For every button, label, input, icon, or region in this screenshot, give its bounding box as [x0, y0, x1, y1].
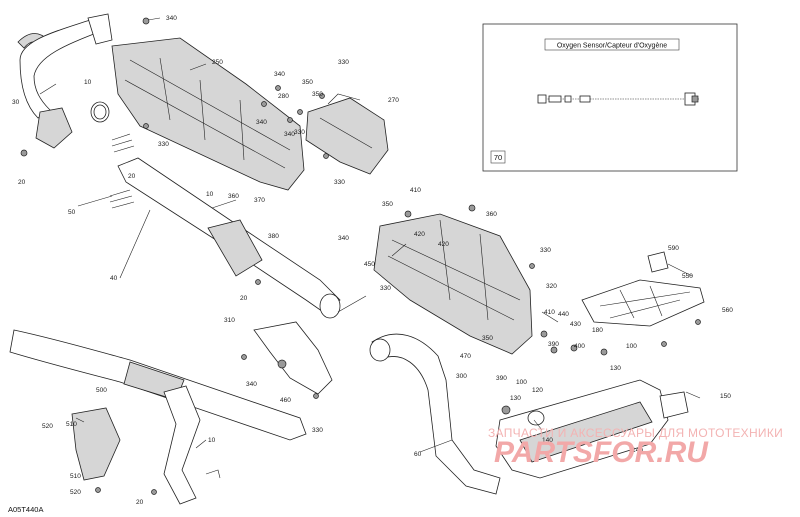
callout-label: 520 [42, 423, 53, 430]
callout-label: 330 [158, 141, 169, 148]
callout-label: 590 [668, 245, 679, 252]
callout-label: 390 [496, 375, 507, 382]
callout-label: 10 [206, 191, 214, 198]
callout-label: 340 [338, 235, 349, 242]
callout-labels: 340 250 330 340 350 270 30 10 280 330 33… [12, 15, 733, 506]
callout-label: 420 [414, 231, 425, 238]
center-muffler-pipe [109, 133, 341, 319]
oxygen-sensor-inset: Oxygen Sensor/Capteur d'Oxygène 70 [482, 23, 738, 172]
callout-label: 440 [558, 311, 569, 318]
callout-label: 520 [70, 489, 81, 496]
callout-label: 370 [254, 197, 265, 204]
callout-label: 350 [382, 201, 393, 208]
callout-label: 10 [84, 79, 92, 86]
oxygen-sensor-drawing [537, 92, 700, 106]
callout-label: 410 [410, 187, 421, 194]
heat-shield-main [373, 213, 533, 355]
callout-label: 350 [312, 91, 323, 98]
callout-label: 430 [570, 321, 581, 328]
callout-label: 60 [414, 451, 422, 458]
header-pipe-assembly [17, 13, 113, 157]
callout-label: 130 [610, 365, 621, 372]
lower-exhaust-pipe [9, 321, 333, 505]
callout-label: 340 [284, 131, 295, 138]
callout-label: 390 [548, 341, 559, 348]
callout-label: 330 [380, 285, 391, 292]
rear-pipe [369, 333, 501, 495]
callout-label: 500 [96, 387, 107, 394]
callout-label: 320 [546, 283, 557, 290]
callout-label: 400 [574, 343, 585, 350]
callout-label: 180 [592, 327, 603, 334]
callout-label: 330 [294, 129, 305, 136]
callout-label: 280 [278, 93, 289, 100]
callout-label: 550 [682, 273, 693, 280]
callout-label: 140 [542, 437, 553, 444]
inset-part-number: 70 [494, 153, 502, 162]
callout-label: 510 [70, 473, 81, 480]
callout-label: 460 [280, 397, 291, 404]
muffler [495, 379, 689, 479]
callout-label: 140 [632, 447, 643, 454]
bracket-270 [305, 93, 389, 175]
callout-label: 330 [334, 179, 345, 186]
callout-label: 20 [128, 173, 136, 180]
bracket-590 [647, 251, 669, 273]
callout-label: 360 [486, 211, 497, 218]
callout-label: 330 [312, 427, 323, 434]
callout-label: 350 [302, 79, 313, 86]
callout-label: 340 [246, 381, 257, 388]
callout-label: 10 [208, 437, 216, 444]
callout-label: 310 [224, 317, 235, 324]
callout-label: 340 [256, 119, 267, 126]
callout-label: 350 [482, 335, 493, 342]
callout-label: 20 [136, 499, 144, 506]
callout-label: 470 [460, 353, 471, 360]
callout-label: 340 [166, 15, 177, 22]
callout-label: 250 [212, 59, 223, 66]
callout-label: 100 [626, 343, 637, 350]
heat-shield-upper [111, 37, 305, 191]
callout-label: 20 [240, 295, 248, 302]
callout-label: 330 [540, 247, 551, 254]
callout-label: 420 [438, 241, 449, 248]
callout-label: 510 [66, 421, 77, 428]
callout-label: 150 [720, 393, 731, 400]
callout-label: 560 [722, 307, 733, 314]
callout-label: 340 [274, 71, 285, 78]
callout-label: 450 [364, 261, 375, 268]
hardware [95, 17, 701, 495]
callout-label: 120 [532, 387, 543, 394]
callout-label: 100 [516, 379, 527, 386]
callout-label: 330 [338, 59, 349, 66]
watermark-logo: PARTSFOR.RU [494, 436, 709, 469]
callout-label: 380 [268, 233, 279, 240]
inset-title: Oxygen Sensor/Capteur d'Oxygène [557, 43, 667, 50]
watermark: ЗАПЧАСТИ И АКСЕССУАРЫ ДЛЯ МОТОТЕХНИКИ PA… [488, 426, 783, 469]
callout-label: 20 [18, 179, 26, 186]
watermark-text: ЗАПЧАСТИ И АКСЕССУАРЫ ДЛЯ МОТОТЕХНИКИ [488, 426, 783, 440]
callout-label: 40 [110, 275, 118, 282]
figure-code: A05T440A [8, 505, 43, 514]
callout-label: 50 [68, 209, 76, 216]
callout-label: 360 [228, 193, 239, 200]
callout-label: 30 [12, 99, 20, 106]
callout-label: 300 [456, 373, 467, 380]
callout-label: 410 [544, 309, 555, 316]
callout-label: 270 [388, 97, 399, 104]
bracket-550 [581, 279, 705, 327]
leader-lines [39, 17, 701, 453]
callout-label: 130 [510, 395, 521, 402]
